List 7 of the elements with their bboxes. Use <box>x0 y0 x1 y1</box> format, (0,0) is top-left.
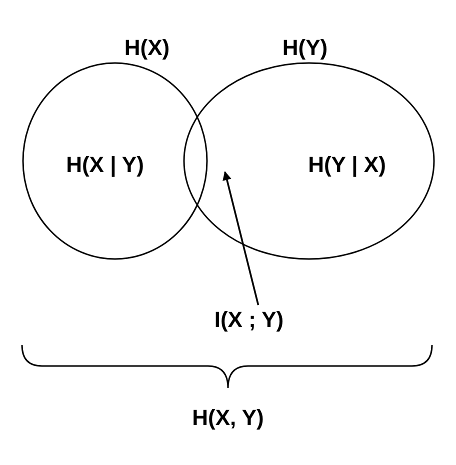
heading-label: H(X) <box>124 35 170 61</box>
text-label: H(X, Y) <box>192 405 264 431</box>
heading-label: H(Y) <box>282 35 328 61</box>
text-label: I(X ; Y) <box>214 307 284 333</box>
region-label: H(X | Y) <box>66 152 144 178</box>
leader-arrow <box>222 171 260 306</box>
region-label: H(Y | X) <box>308 152 386 178</box>
